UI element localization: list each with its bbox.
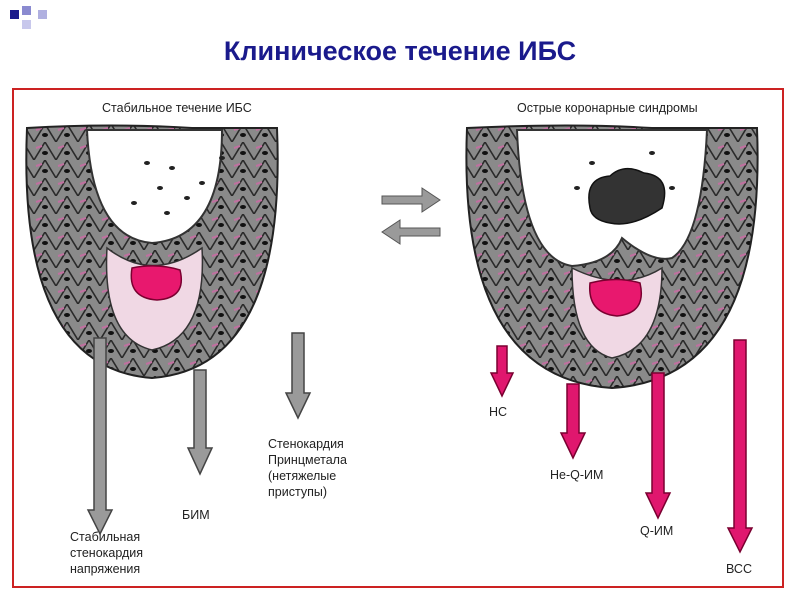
stable-outcome-arrows bbox=[86, 332, 312, 536]
acs-heading: Острые коронарные синдромы bbox=[517, 101, 698, 115]
arrow-non-q-mi bbox=[559, 383, 587, 460]
label-prinzmetal-1: Стенокардия bbox=[268, 437, 344, 451]
label-unstable-angina: НС bbox=[489, 405, 507, 419]
arrow-q-mi bbox=[644, 372, 672, 520]
label-prinzmetal-3: (нетяжелые bbox=[268, 469, 336, 483]
label-stable-angina-1: Стабильная bbox=[70, 530, 140, 544]
label-stable-angina-3: напряжения bbox=[70, 562, 140, 576]
diagram-frame bbox=[12, 88, 784, 588]
arrow-unstable-angina bbox=[489, 345, 515, 398]
label-non-q-mi: Не-Q-ИМ bbox=[550, 468, 603, 482]
arrow-silent-ischemia bbox=[186, 369, 214, 476]
label-prinzmetal-4: приступы) bbox=[268, 485, 327, 499]
acs-vessel-illustration bbox=[465, 124, 759, 390]
label-prinzmetal-2: Принцметала bbox=[268, 453, 347, 467]
arrow-prinzmetal bbox=[284, 332, 312, 420]
label-q-mi: Q-ИМ bbox=[640, 524, 673, 538]
label-sudden-death: ВСС bbox=[726, 562, 752, 576]
label-stable-angina-2: стенокардия bbox=[70, 546, 143, 560]
transition-arrows-icon bbox=[381, 187, 441, 245]
label-silent-ischemia: БИМ bbox=[182, 508, 210, 522]
stable-heading: Стабильное течение ИБС bbox=[102, 101, 252, 115]
diagram-canvas: Стабильное течение ИБС Острые коронарные… bbox=[25, 101, 759, 576]
arrow-stable-angina bbox=[86, 337, 114, 536]
acs-outcome-arrows bbox=[489, 339, 754, 554]
page-title: Клиническое течение ИБС bbox=[223, 36, 577, 66]
stable-vessel-illustration bbox=[25, 124, 279, 380]
arrow-sudden-death bbox=[726, 339, 754, 554]
